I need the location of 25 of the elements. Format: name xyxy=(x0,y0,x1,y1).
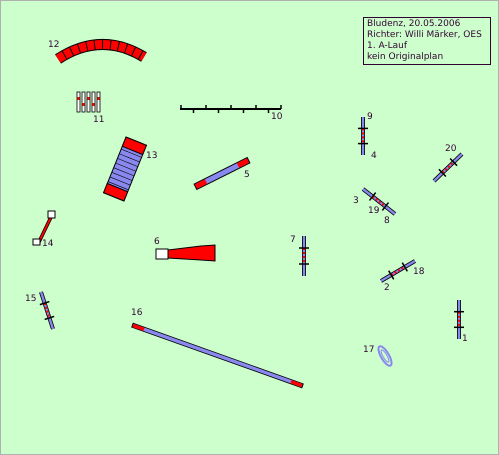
callout-number: 15 xyxy=(25,294,36,304)
callout-number: 13 xyxy=(146,151,158,161)
info-box xyxy=(363,17,491,65)
callout-number: 17 xyxy=(363,345,374,355)
info-text: 1. A-Lauf xyxy=(367,41,408,52)
callout-number: 11 xyxy=(93,115,104,125)
callout-number: 4 xyxy=(371,151,377,161)
callout-number: 20 xyxy=(445,144,456,154)
callout-number: 14 xyxy=(42,239,54,249)
callout-number: 18 xyxy=(413,267,424,277)
info-text: Bludenz, 20.05.2006 xyxy=(367,19,462,30)
callout-number: 12 xyxy=(48,40,60,50)
callout-number: 5 xyxy=(244,170,250,180)
callout-number: 19 xyxy=(368,206,380,216)
callout-number: 10 xyxy=(271,112,282,122)
callout-number: 9 xyxy=(367,112,373,122)
callout-number: 6 xyxy=(154,237,160,247)
callout-number: 1 xyxy=(462,334,468,344)
info-text: kein Originalplan xyxy=(367,52,444,63)
callout-number: 16 xyxy=(131,308,142,318)
callout-number: 7 xyxy=(290,235,296,245)
callout-number: 2 xyxy=(384,283,390,293)
callout-number: 3 xyxy=(353,196,359,206)
callout-number: 8 xyxy=(384,216,390,226)
info-text: Richter: Willi Märker, OES xyxy=(367,30,483,41)
